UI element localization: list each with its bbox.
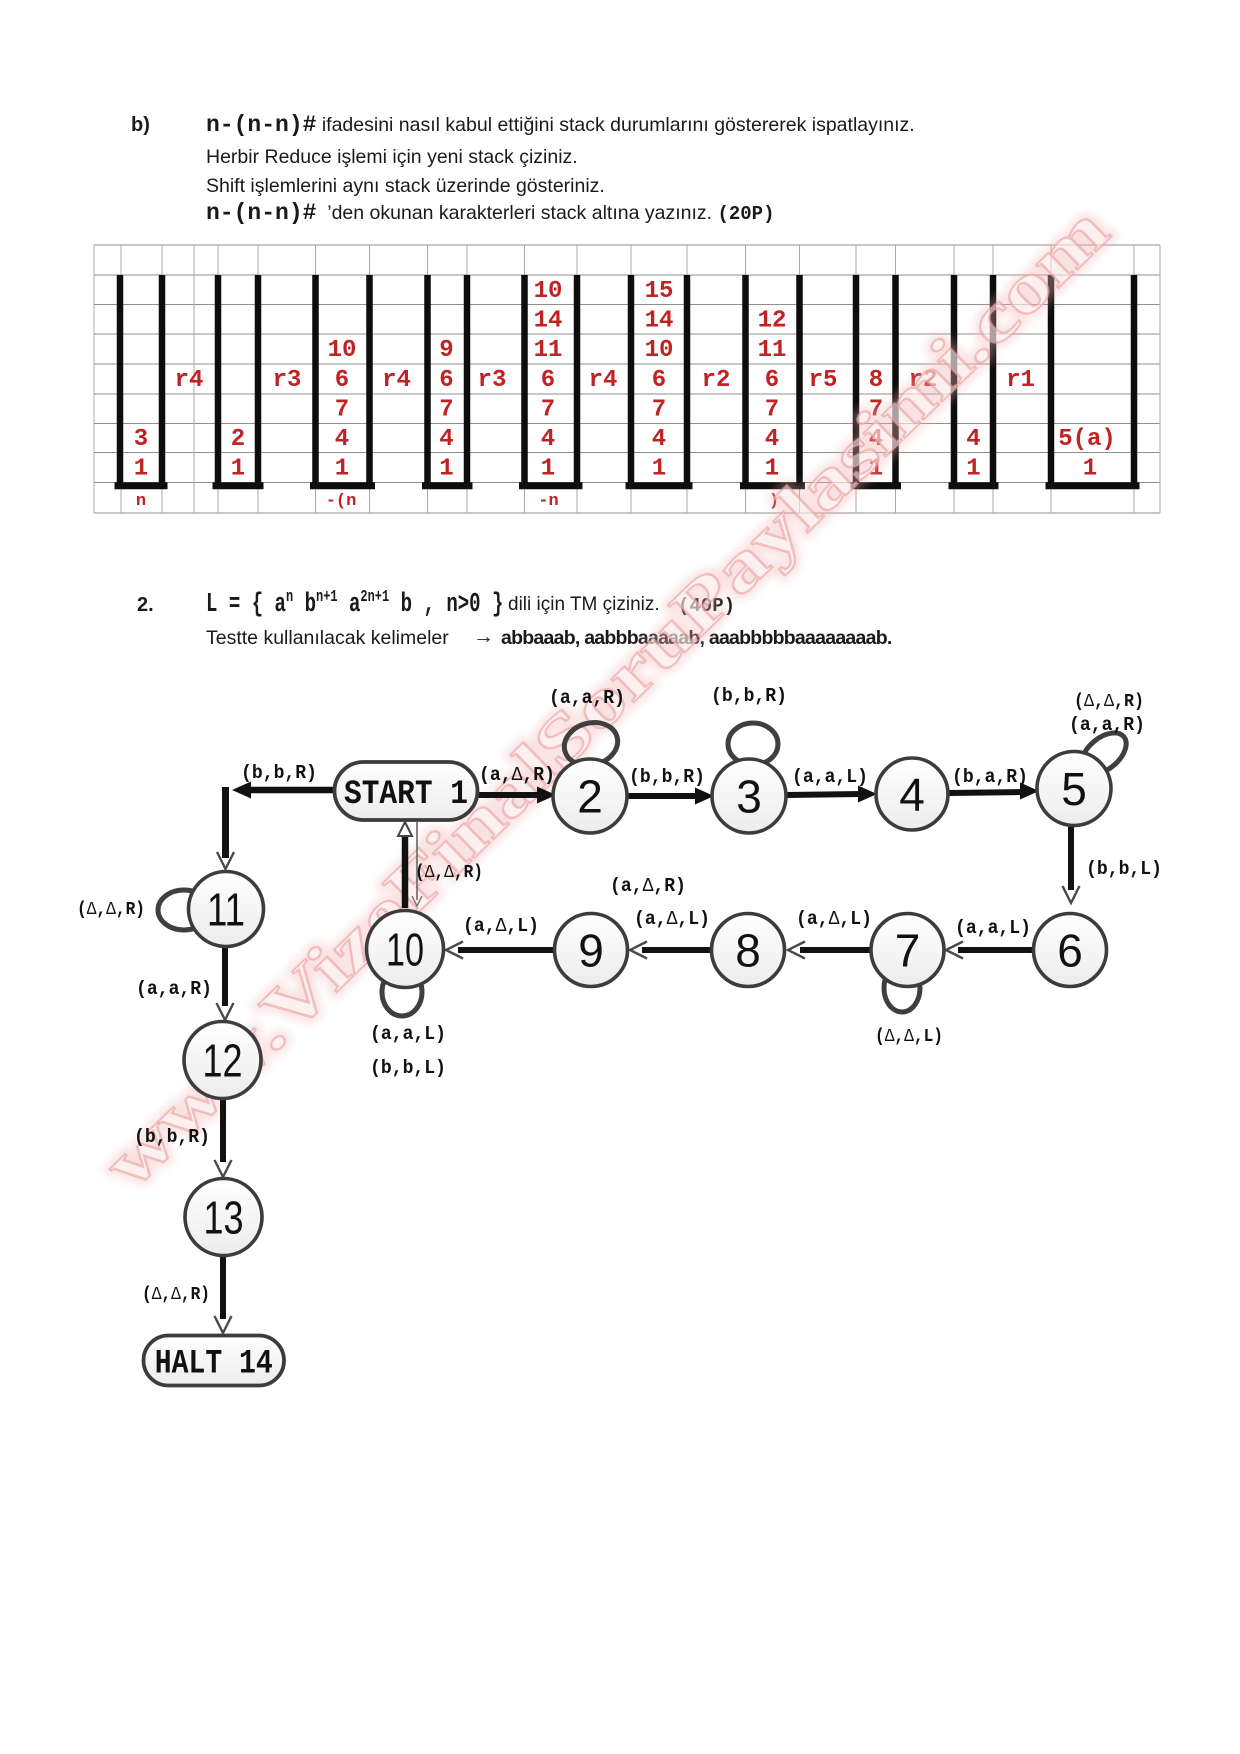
svg-text:(Δ,Δ,R): (Δ,Δ,R) [1074, 692, 1144, 712]
svg-text:4: 4 [869, 426, 883, 453]
svg-text:14: 14 [534, 308, 563, 335]
svg-text:2: 2 [231, 426, 245, 453]
svg-text:3: 3 [736, 771, 762, 823]
svg-text:14: 14 [645, 308, 674, 335]
svg-text:4: 4 [652, 426, 666, 453]
svg-text:4: 4 [541, 426, 555, 453]
svg-text:4: 4 [335, 426, 349, 453]
svg-text:-(n: -(n [326, 492, 357, 511]
svg-text:r4: r4 [175, 367, 204, 394]
svg-text:(a,Δ,L): (a,Δ,L) [634, 908, 710, 930]
svg-text:9: 9 [578, 925, 604, 977]
svg-text:7: 7 [895, 925, 921, 977]
svg-text:HALT 14: HALT 14 [155, 1346, 273, 1384]
svg-text:1: 1 [541, 456, 555, 483]
svg-text:3: 3 [134, 426, 148, 453]
svg-text:9: 9 [439, 337, 453, 364]
svg-text:4: 4 [899, 769, 925, 821]
svg-text:4: 4 [439, 426, 453, 453]
svg-text:15: 15 [645, 278, 674, 305]
svg-text:(b,b,R): (b,b,R) [241, 762, 317, 784]
svg-text:(b,b,L): (b,b,L) [370, 1057, 446, 1079]
svg-text:12: 12 [203, 1035, 243, 1087]
svg-text:(Δ,Δ,R): (Δ,Δ,R) [77, 900, 145, 920]
svg-text:(a,a,R): (a,a,R) [1069, 714, 1145, 736]
svg-text:r4: r4 [382, 367, 411, 394]
svg-text:(a,a,L): (a,a,L) [370, 1023, 446, 1045]
svg-text:10: 10 [328, 337, 357, 364]
svg-text:5: 5 [1061, 763, 1087, 815]
svg-text:(b,b,R): (b,b,R) [629, 766, 705, 788]
svg-text:-n: -n [538, 492, 558, 511]
svg-text:(a,Δ,L): (a,Δ,L) [796, 908, 872, 930]
svg-text:(a,a,R): (a,a,R) [136, 978, 212, 1000]
svg-text:10: 10 [534, 278, 563, 305]
svg-text:1: 1 [134, 456, 148, 483]
svg-text:1: 1 [765, 456, 779, 483]
svg-text:): ) [769, 492, 779, 511]
svg-text:(b,b,L): (b,b,L) [1086, 858, 1162, 880]
svg-text:1: 1 [869, 456, 883, 483]
svg-text:r4: r4 [589, 367, 618, 394]
svg-text:11: 11 [207, 884, 245, 936]
svg-text:7: 7 [765, 397, 779, 424]
svg-text:12: 12 [758, 308, 787, 335]
svg-text:(b,a,R): (b,a,R) [952, 766, 1028, 788]
svg-text:7: 7 [439, 397, 453, 424]
svg-text:(a,Δ,R): (a,Δ,R) [479, 764, 555, 786]
svg-text:(b,b,R): (b,b,R) [711, 685, 787, 707]
svg-text:8: 8 [869, 367, 883, 394]
svg-text:(b,b,R): (b,b,R) [134, 1126, 210, 1148]
svg-text:START 1: START 1 [344, 776, 468, 814]
svg-text:7: 7 [869, 397, 883, 424]
svg-text:13: 13 [204, 1192, 244, 1244]
svg-text:6: 6 [335, 367, 349, 394]
svg-text:(a,Δ,R): (a,Δ,R) [610, 875, 686, 897]
svg-text:r2: r2 [702, 367, 731, 394]
svg-text:6: 6 [439, 367, 453, 394]
svg-text:6: 6 [652, 367, 666, 394]
svg-text:(Δ,Δ,L): (Δ,Δ,L) [875, 1027, 943, 1047]
svg-text:11: 11 [534, 337, 563, 364]
svg-text:1: 1 [335, 456, 349, 483]
svg-text:1: 1 [1083, 456, 1097, 483]
svg-text:2: 2 [577, 771, 603, 823]
svg-text:7: 7 [541, 397, 555, 424]
svg-text:1: 1 [966, 456, 980, 483]
svg-text:10: 10 [645, 337, 674, 364]
svg-text:1: 1 [231, 456, 245, 483]
svg-text:6: 6 [541, 367, 555, 394]
svg-text:7: 7 [335, 397, 349, 424]
svg-text:4: 4 [765, 426, 779, 453]
svg-text:5(a): 5(a) [1058, 426, 1116, 453]
svg-text:(a,Δ,L): (a,Δ,L) [463, 915, 539, 937]
svg-text:1: 1 [652, 456, 666, 483]
svg-text:(a,a,L): (a,a,L) [792, 766, 868, 788]
svg-text:r2: r2 [909, 367, 938, 394]
svg-text:r5: r5 [809, 367, 838, 394]
svg-text:n: n [136, 492, 146, 511]
svg-text:r3: r3 [273, 367, 302, 394]
svg-text:4: 4 [966, 426, 980, 453]
svg-text:(a,a,L): (a,a,L) [955, 917, 1031, 939]
svg-text:10: 10 [386, 924, 424, 976]
svg-text:(Δ,Δ,R): (Δ,Δ,R) [142, 1285, 210, 1305]
svg-text:6: 6 [765, 367, 779, 394]
svg-text:6: 6 [1057, 925, 1083, 977]
svg-text:1: 1 [439, 456, 453, 483]
svg-text:11: 11 [758, 337, 787, 364]
svg-text:r1: r1 [1006, 367, 1035, 394]
svg-text:8: 8 [735, 925, 761, 977]
svg-text:(a,a,R): (a,a,R) [549, 687, 625, 709]
svg-text:7: 7 [652, 397, 666, 424]
svg-text:r3: r3 [478, 367, 507, 394]
svg-text:(Δ,Δ,R): (Δ,Δ,R) [415, 863, 483, 883]
